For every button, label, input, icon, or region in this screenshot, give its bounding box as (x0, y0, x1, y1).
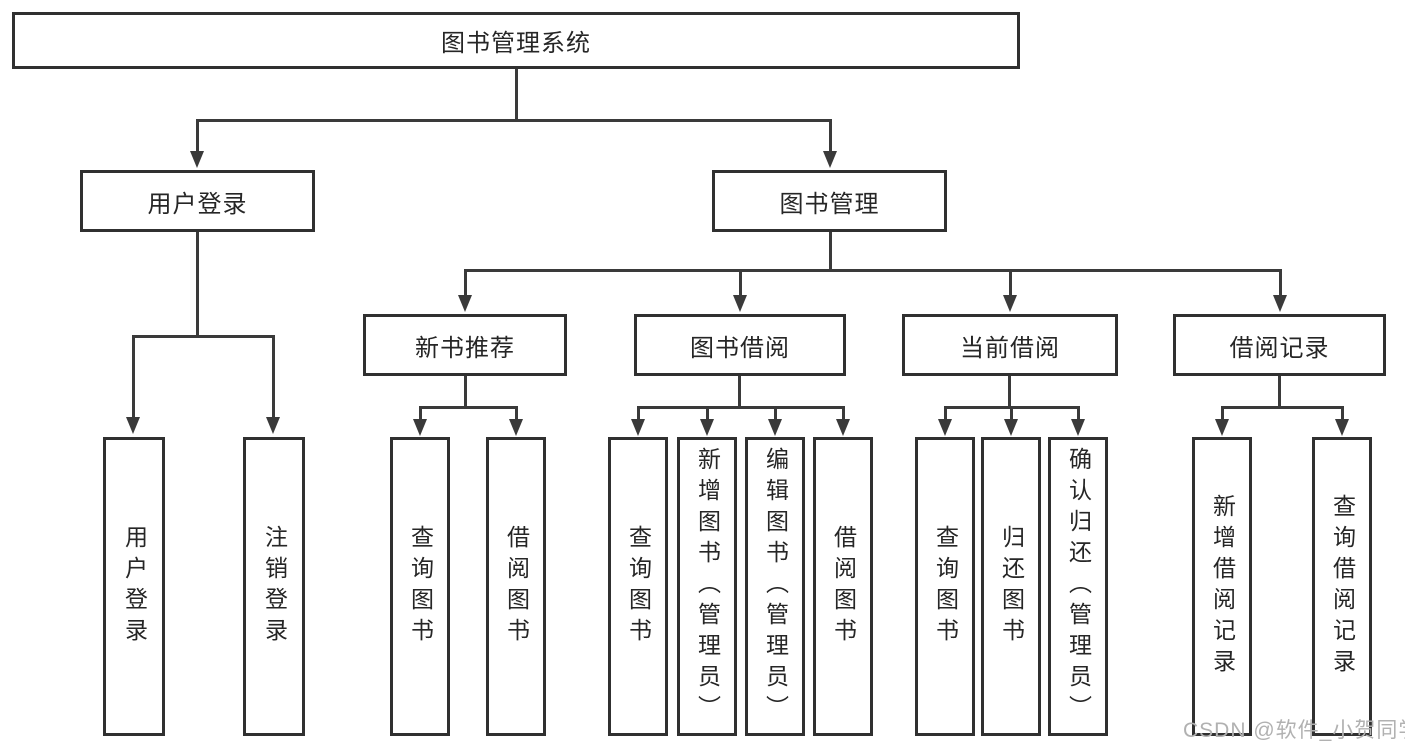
arrowhead-icon (1335, 419, 1349, 436)
arrowhead-icon (190, 151, 204, 168)
leaf-current-query-books: 查询图书 (915, 437, 975, 736)
node-borrowing-records: 借阅记录 (1173, 314, 1386, 376)
connector-line (1077, 406, 1080, 421)
connector-line (132, 335, 275, 338)
arrowhead-icon (1071, 419, 1085, 436)
arrowhead-icon (631, 419, 645, 436)
connector-line (419, 406, 518, 409)
connector-line (829, 119, 832, 153)
arrowhead-icon (266, 417, 280, 434)
arrowhead-icon (1004, 419, 1018, 436)
arrowhead-icon (1273, 295, 1287, 312)
leaf-records-query-record: 查询借阅记录 (1312, 437, 1372, 736)
connector-line (196, 119, 199, 153)
connector-line (464, 269, 467, 297)
connector-line (196, 119, 832, 122)
arrowhead-icon (458, 295, 472, 312)
connector-line (774, 406, 777, 421)
connector-line (272, 335, 275, 419)
node-book-borrowing: 图书借阅 (634, 314, 846, 376)
connector-line (637, 406, 640, 421)
connector-line (1221, 406, 1344, 409)
connector-line (944, 406, 947, 421)
node-user-login: 用户登录 (80, 170, 315, 232)
connector-line (739, 269, 742, 297)
connector-line (419, 406, 422, 421)
leaf-user-login: 用户登录 (103, 437, 165, 736)
arrowhead-icon (823, 151, 837, 168)
arrowhead-icon (938, 419, 952, 436)
connector-line (464, 269, 1282, 272)
arrowhead-icon (836, 419, 850, 436)
connector-line (132, 335, 135, 419)
leaf-borrow-borrow-books: 借阅图书 (813, 437, 873, 736)
leaf-recommend-borrow-books: 借阅图书 (486, 437, 546, 736)
connector-line (1010, 406, 1013, 421)
node-new-book-recommend: 新书推荐 (363, 314, 567, 376)
arrowhead-icon (1215, 419, 1229, 436)
connector-line (1341, 406, 1344, 421)
leaf-logout: 注销登录 (243, 437, 305, 736)
arrowhead-icon (509, 419, 523, 436)
connector-line (1279, 269, 1282, 297)
leaf-recommend-query-books: 查询图书 (390, 437, 450, 736)
connector-line (1009, 269, 1012, 297)
node-library-system: 图书管理系统 (12, 12, 1020, 69)
arrowhead-icon (733, 295, 747, 312)
connector-line (1278, 376, 1281, 409)
arrowhead-icon (768, 419, 782, 436)
connector-line (829, 232, 832, 272)
leaf-borrow-add-books-admin: 新增图书（管理员） (677, 437, 737, 736)
connector-line (738, 376, 741, 409)
connector-line (1008, 376, 1011, 409)
leaf-current-confirm-return-admin: 确认归还（管理员） (1048, 437, 1108, 736)
node-current-borrowing: 当前借阅 (902, 314, 1118, 376)
connector-line (515, 69, 518, 122)
connector-line (464, 376, 467, 409)
connector-line (1221, 406, 1224, 421)
csdn-watermark: CSDN @软件_小贺同学 (1183, 719, 1405, 742)
arrowhead-icon (1003, 295, 1017, 312)
node-book-management: 图书管理 (712, 170, 947, 232)
leaf-records-add-record: 新增借阅记录 (1192, 437, 1252, 736)
arrowhead-icon (700, 419, 714, 436)
connector-line (196, 232, 199, 338)
connector-line (842, 406, 845, 421)
connector-line (637, 406, 845, 409)
arrowhead-icon (413, 419, 427, 436)
leaf-borrow-edit-books-admin: 编辑图书（管理员） (745, 437, 805, 736)
leaf-borrow-query-books: 查询图书 (608, 437, 668, 736)
arrowhead-icon (126, 417, 140, 434)
connector-line (706, 406, 709, 421)
connector-line (515, 406, 518, 421)
leaf-current-return-books: 归还图书 (981, 437, 1041, 736)
